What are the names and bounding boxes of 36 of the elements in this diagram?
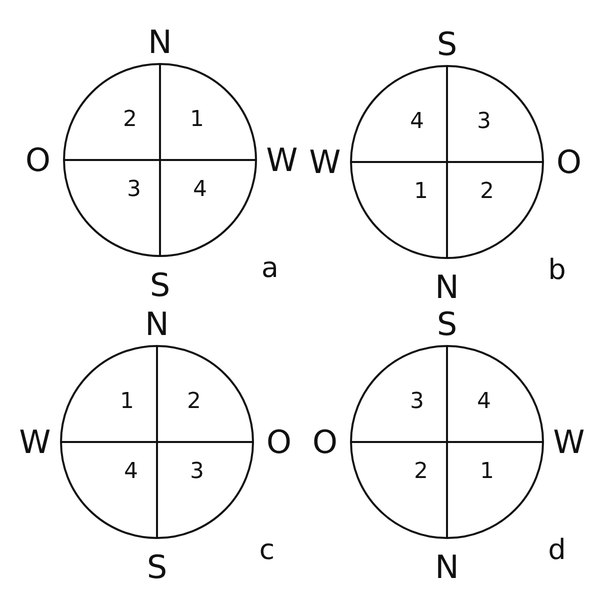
quadrant-number: 4 [476,390,492,414]
quadrant-number: 3 [476,110,492,134]
compass-letter: N [434,271,460,303]
compass-letter: W [265,144,299,176]
quadrant-number: 4 [409,110,425,134]
compass-letter: W [552,426,586,458]
quadrant-number: 2 [186,390,202,414]
quadrant-number: 2 [122,108,138,132]
quadrant-number: 3 [126,178,142,202]
panel-label: b [547,254,567,286]
compass-letter: W [308,146,342,178]
compass-letter: O [265,426,293,458]
compass-letter: O [24,144,52,176]
compass-letter: S [436,308,458,340]
compass-letter: W [18,426,52,458]
quadrant-number: 1 [189,108,205,132]
compass-letter: S [148,269,172,301]
quadrant-number: 4 [192,178,208,202]
quadrant-number: 4 [123,460,139,484]
compass-letter: N [434,551,460,583]
quadrant-number: 1 [479,460,495,484]
compass-letter: O [555,146,583,178]
quadrant-number: 3 [409,390,425,414]
quadrant-number: 2 [479,180,495,204]
panel-label: c [258,534,276,566]
panel-label: d [547,534,567,566]
quadrant-number: 2 [413,460,429,484]
compass-letter: S [146,551,168,583]
quadrant-number: 1 [119,390,135,414]
compass-letter: O [311,426,339,458]
compass-letter: S [436,28,458,60]
quadrant-number: 3 [189,460,205,484]
quadrant-number: 1 [413,180,429,204]
compass-letter: N [147,26,173,58]
panel-label: a [260,252,280,284]
compass-letter: N [144,308,170,340]
